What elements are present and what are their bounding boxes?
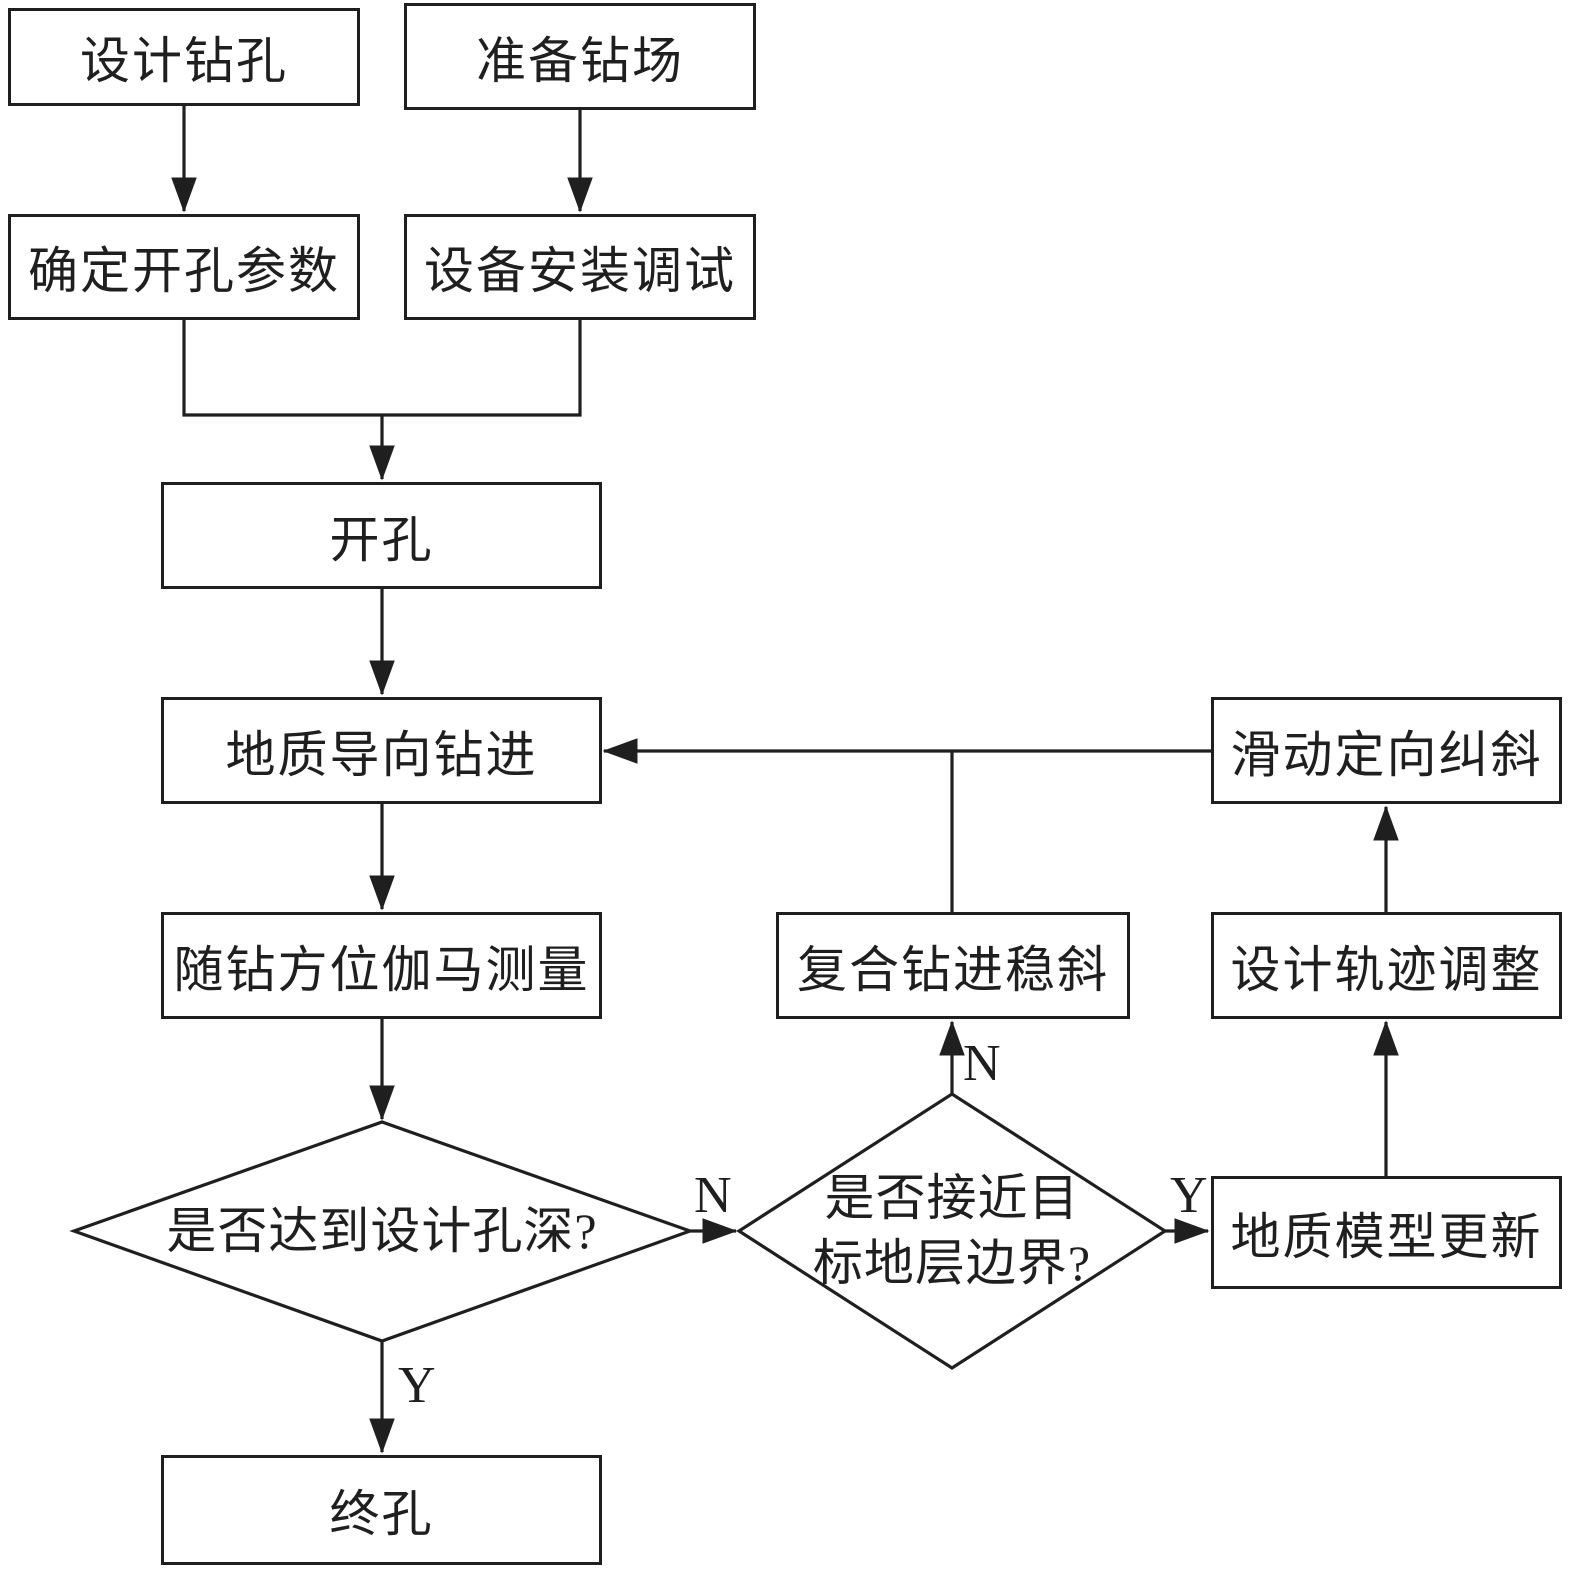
node-gamma-measurement: 随钻方位伽马测量 [161,912,602,1019]
node-open-hole-label: 开孔 [329,511,434,568]
node-boundary-decision-label: 是否接近目 标地层边界? [812,1170,1092,1291]
node-prepare-site: 准备钻场 [404,3,756,110]
node-equipment-install-label: 设备安装调试 [424,243,736,299]
node-end-hole-label: 终孔 [329,1486,434,1542]
node-open-hole: 开孔 [161,482,602,589]
node-trajectory-adjust: 设计轨迹调整 [1211,912,1562,1019]
node-geosteering-label: 地质导向钻进 [225,726,538,783]
node-end-hole: 终孔 [161,1455,602,1565]
node-prepare-site-label: 准备钻场 [476,32,684,89]
node-sliding-correction: 滑动定向纠斜 [1211,697,1562,804]
node-sliding-correction-label: 滑动定向纠斜 [1230,726,1543,783]
node-geo-model-update-label: 地质模型更新 [1230,1208,1543,1265]
node-geo-model-update: 地质模型更新 [1211,1176,1562,1289]
node-determine-params-label: 确定开孔参数 [28,243,340,299]
edge-label-depth-yes: Y [398,1357,436,1414]
node-depth-decision-label: 是否达到设计孔深? [166,1202,598,1259]
edge-merge-connector [182,320,582,417]
node-geosteering: 地质导向钻进 [161,697,602,804]
edge-label-boundary-no: N [963,1035,1001,1092]
node-composite-drilling: 复合钻进稳斜 [776,912,1130,1019]
edge-label-depth-no: N [694,1167,732,1224]
node-composite-drilling-label: 复合钻进稳斜 [797,941,1109,998]
node-equipment-install: 设备安装调试 [404,214,756,320]
node-determine-params: 确定开孔参数 [8,214,360,320]
node-design-hole-label: 设计钻孔 [80,33,288,89]
node-gamma-measurement-label: 随钻方位伽马测量 [173,941,590,998]
edge-label-boundary-yes: Y [1170,1167,1208,1224]
node-trajectory-adjust-label: 设计轨迹调整 [1230,941,1543,998]
node-design-hole: 设计钻孔 [8,8,360,106]
